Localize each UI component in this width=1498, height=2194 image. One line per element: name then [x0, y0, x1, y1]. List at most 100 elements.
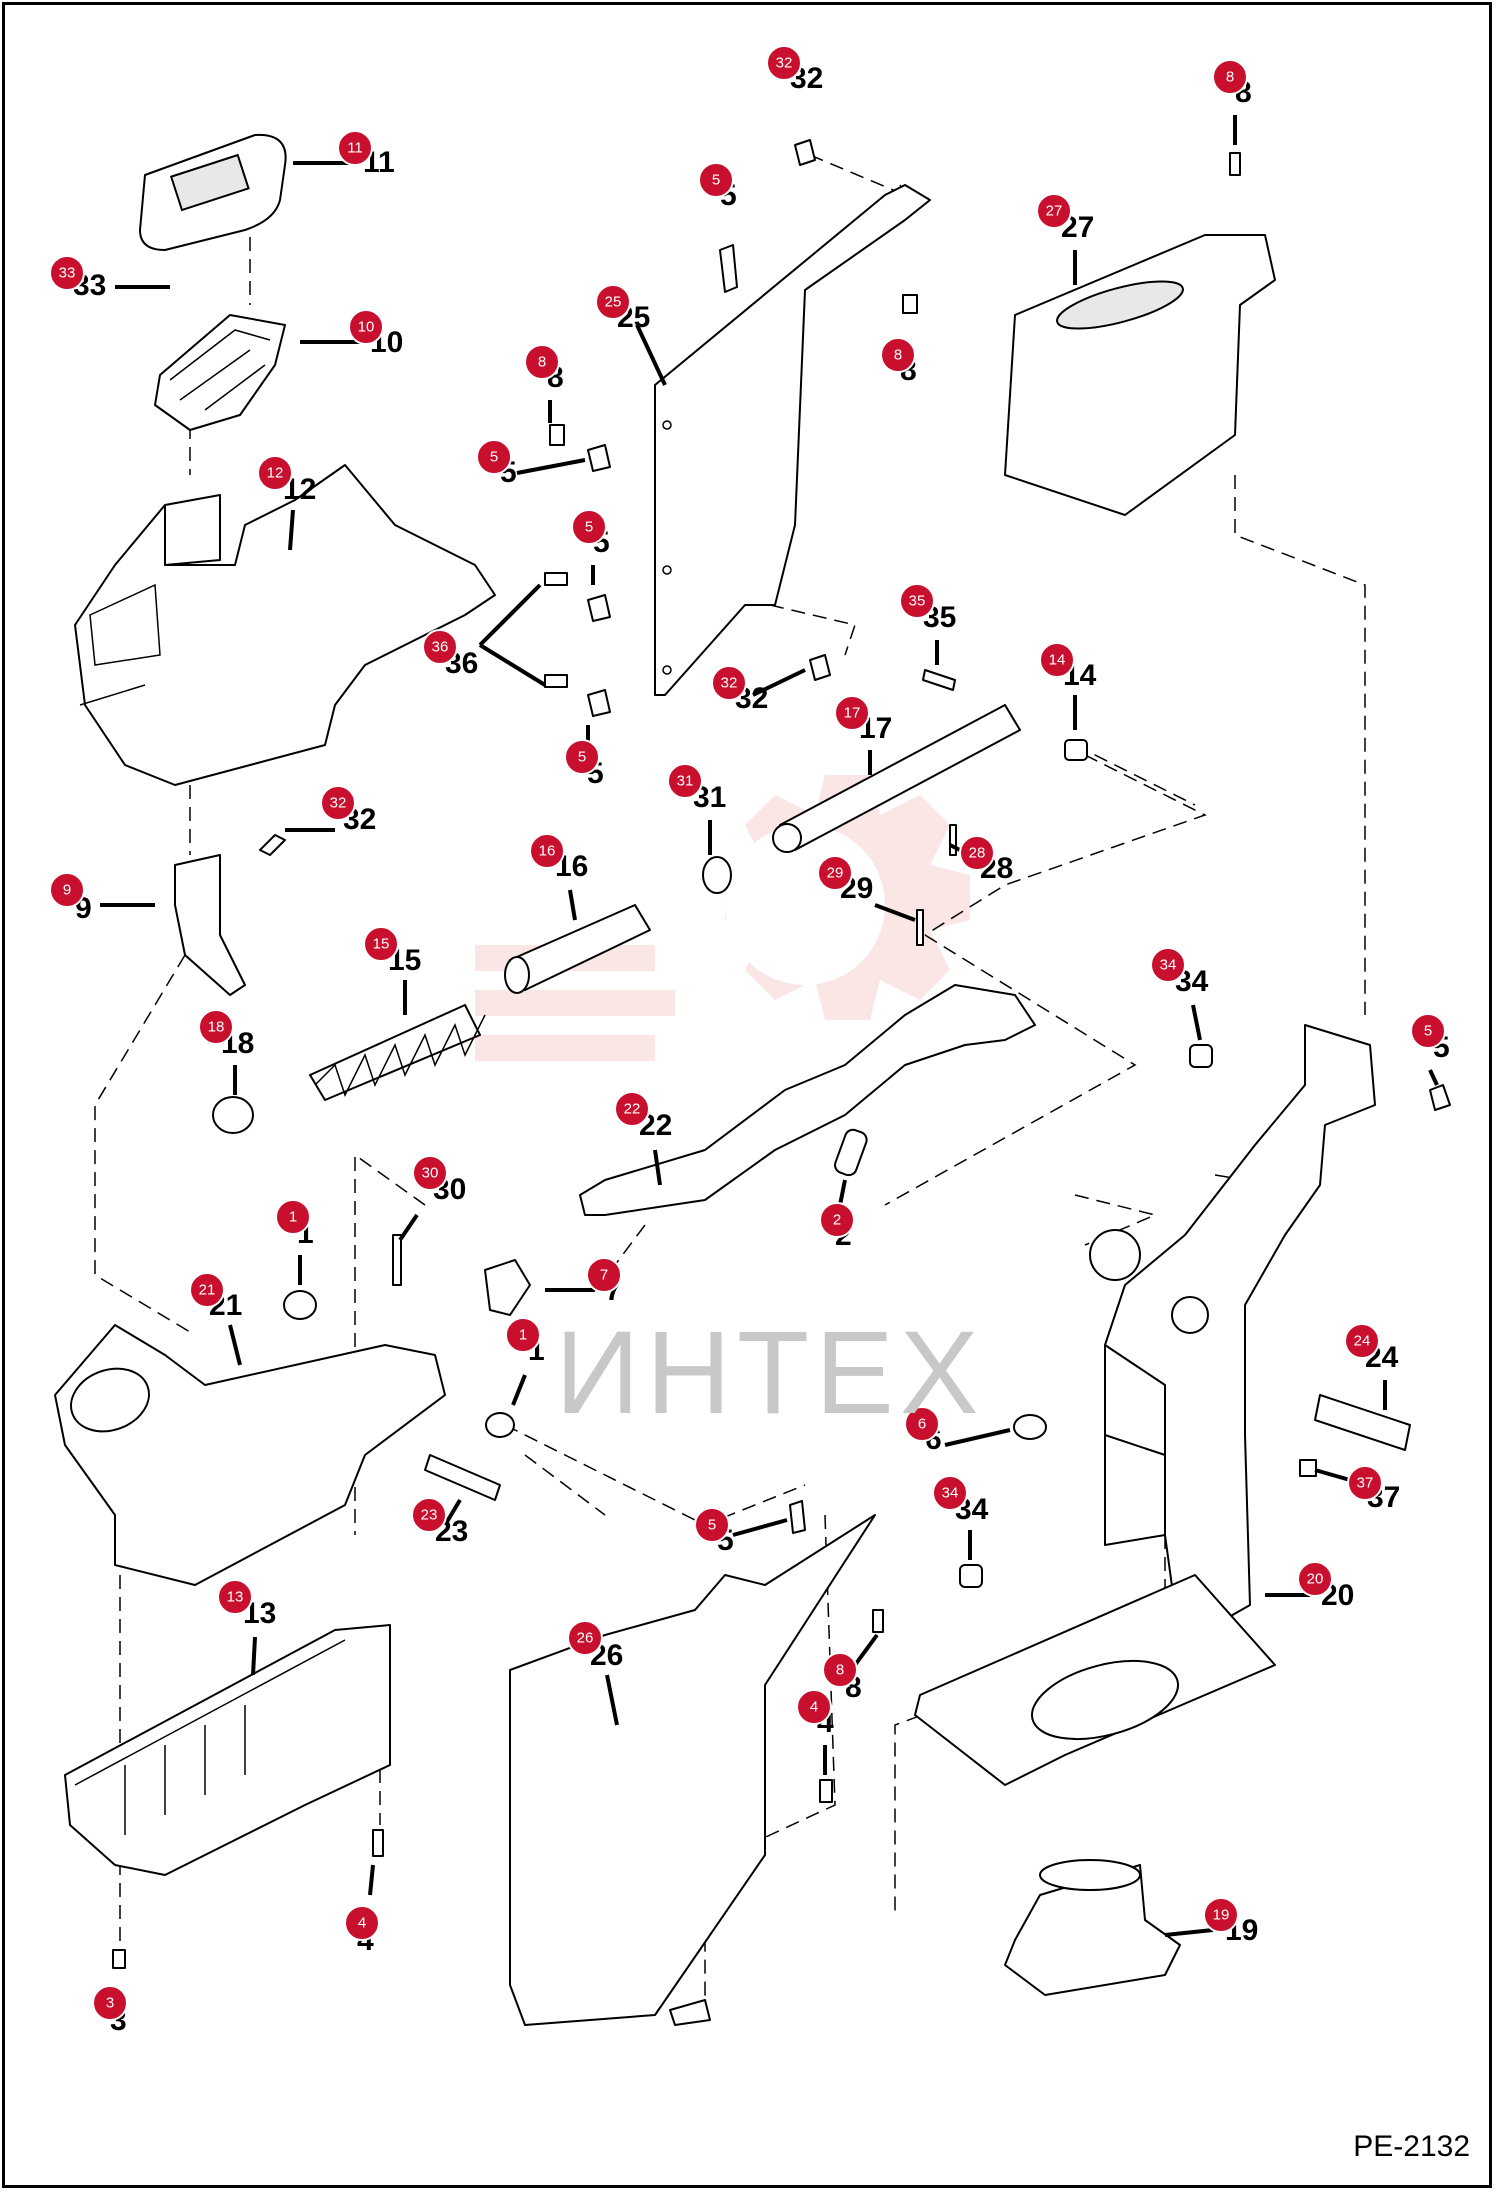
- badge-circle: [422, 629, 458, 665]
- part-bolt-3: [112, 1949, 126, 1969]
- badge-circle: [711, 665, 747, 701]
- badge-circle: [698, 162, 734, 198]
- part-spring-2: [834, 1128, 868, 1177]
- badge-number: 31: [677, 773, 694, 790]
- part-screw-8-top: [1229, 152, 1241, 176]
- leader-line: [635, 324, 667, 386]
- badge-circle: [571, 509, 607, 545]
- badge-circle: [257, 455, 293, 491]
- badge-number: 4: [810, 1699, 818, 1716]
- badge-circle: [529, 833, 565, 869]
- part-boot-19: [1004, 1859, 1181, 1996]
- callout-9: 99: [49, 872, 155, 925]
- badge-number: 22: [624, 1101, 641, 1118]
- part-bushing-18: [212, 1096, 254, 1134]
- part-bolt-32-top: [794, 139, 816, 166]
- badge-circle: [567, 1620, 603, 1656]
- badge-circle: [834, 695, 870, 731]
- leader-line: [1314, 1468, 1351, 1482]
- badge-circle: [766, 45, 802, 81]
- badge-number: 15: [373, 936, 390, 953]
- part-bracket-21: [54, 1324, 446, 1586]
- part-bracket-9: [174, 854, 246, 996]
- badge-number: 26: [577, 1630, 594, 1647]
- leader-line: [653, 1149, 662, 1186]
- part-pin-29: [916, 909, 924, 946]
- badge-number: 32: [776, 55, 793, 72]
- part-nut-34a: [1189, 1044, 1213, 1068]
- badge-number: 30: [422, 1165, 439, 1182]
- badge-number: 13: [227, 1589, 244, 1606]
- badge-number: 11: [347, 140, 363, 157]
- badge-number: 4: [358, 1915, 366, 1932]
- callout-8a: 88: [524, 344, 564, 423]
- badge-number: 19: [1213, 1907, 1230, 1924]
- leader-line: [398, 1213, 419, 1242]
- part-shaft-17: [772, 704, 1021, 853]
- part-lever-22: [579, 984, 1036, 1216]
- badge-circle: [932, 1475, 968, 1511]
- callout-1b: 11: [505, 1317, 545, 1406]
- badge-circle: [49, 255, 85, 291]
- badge-circle: [217, 1579, 253, 1615]
- leader-line: [1428, 1069, 1439, 1086]
- badge-number: 34: [1160, 957, 1177, 974]
- part-screw-8-mid: [902, 294, 918, 314]
- badge-circle: [667, 763, 703, 799]
- leader-line: [944, 1428, 1011, 1447]
- leader-line: [511, 1374, 527, 1406]
- part-tube-16: [504, 904, 651, 994]
- part-clip-5e: [1429, 1084, 1451, 1111]
- badge-circle: [1036, 193, 1072, 229]
- badge-number: 8: [538, 354, 546, 371]
- leader-line: [752, 668, 806, 697]
- badge-circle: [817, 855, 853, 891]
- part-bushing-6: [1013, 1414, 1047, 1440]
- watermark-gear: [475, 775, 970, 1061]
- part-clip-5d: [587, 689, 611, 717]
- badge-circle: [1212, 59, 1248, 95]
- callout-4b: 44: [344, 1864, 380, 1957]
- part-clip-5f: [789, 1500, 806, 1534]
- part-pin-28: [949, 824, 957, 856]
- badge-number: 5: [712, 172, 720, 189]
- badge-number: 5: [490, 449, 498, 466]
- badge-circle: [904, 1406, 940, 1442]
- part-shield-26: [509, 1514, 876, 2026]
- badge-number: 34: [942, 1485, 959, 1502]
- callout-4a: 44: [796, 1689, 834, 1775]
- badge-number: 5: [708, 1517, 716, 1534]
- leader-line: [443, 1498, 462, 1527]
- part-nut-14: [1064, 739, 1088, 761]
- badge-circle: [363, 926, 399, 962]
- badge-circle: [1150, 947, 1186, 983]
- badge-circle: [595, 284, 631, 320]
- leader-line: [516, 458, 586, 475]
- badge-number: 6: [918, 1416, 926, 1433]
- badge-circle: [411, 1497, 447, 1533]
- part-nut-34b: [959, 1564, 983, 1588]
- badge-number: 10: [358, 319, 375, 336]
- leader-line: [228, 1324, 242, 1366]
- callout-6: 66: [904, 1406, 1011, 1456]
- part-cover-27: [1004, 234, 1276, 516]
- callout-1a: 11: [275, 1199, 314, 1285]
- badge-number: 32: [330, 795, 347, 812]
- part-screw-8-low: [872, 1609, 884, 1633]
- badge-number: 33: [59, 265, 76, 282]
- leader-line: [605, 1674, 619, 1726]
- badge-circle: [337, 130, 373, 166]
- badge-circle: [880, 337, 916, 373]
